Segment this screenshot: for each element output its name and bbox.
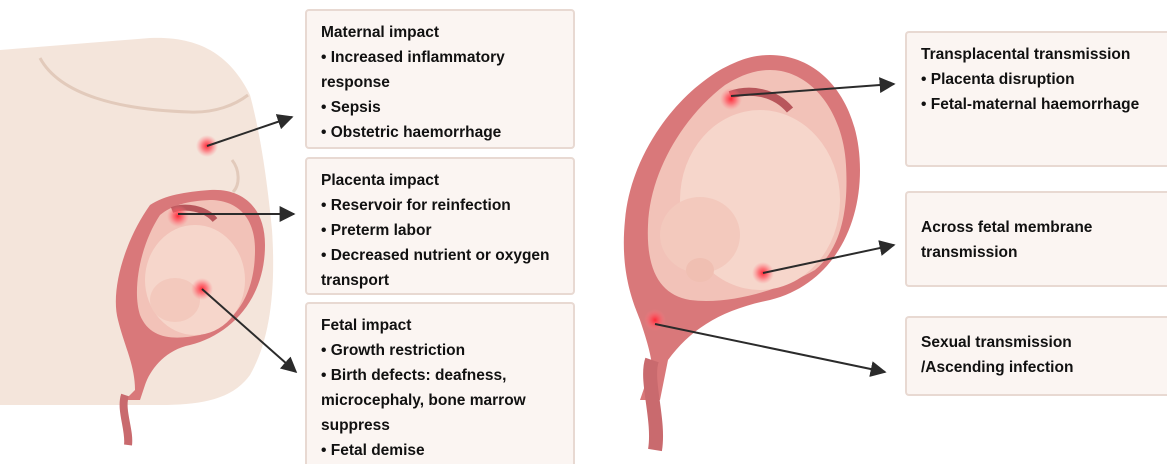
ascending-arrow	[655, 324, 885, 372]
placenta-impact-item: • Reservoir for reinfection	[321, 193, 559, 218]
maternal-impact-item: • Increased inflammatory response	[321, 45, 559, 95]
sexual-transmission-box: Sexual transmission /Ascending infection	[905, 316, 1167, 396]
transplacental-item: • Fetal-maternal haemorrhage	[921, 92, 1153, 117]
placenta-impact-item: • Preterm labor	[321, 218, 559, 243]
maternal-impact-item: • Obstetric haemorrhage	[321, 120, 559, 145]
ascending-infection-spot	[644, 309, 666, 331]
fetal-impact-title: Fetal impact	[321, 313, 559, 338]
sexual-title: Sexual transmission /Ascending infection	[921, 330, 1101, 380]
transplacental-infection-spot	[720, 88, 742, 110]
fetal-impact-box: Fetal impact • Growth restriction • Birt…	[305, 302, 575, 464]
fetal-impact-item: • Birth defects: deafness, microcephaly,…	[321, 363, 559, 438]
right-uterus-illustration	[624, 55, 860, 450]
fetal-impact-item: • Growth restriction	[321, 338, 559, 363]
transplacental-item: • Placenta disruption	[921, 67, 1153, 92]
transplacental-transmission-box: Transplacental transmission • Placenta d…	[905, 31, 1167, 167]
membrane-transmission-box: Across fetal membrane transmission	[905, 191, 1167, 287]
maternal-impact-item: • Sepsis	[321, 95, 559, 120]
placenta-impact-box: Placenta impact • Reservoir for reinfect…	[305, 157, 575, 295]
maternal-impact-box: Maternal impact • Increased inflammatory…	[305, 9, 575, 149]
fetal-impact-item: • Fetal demise	[321, 438, 559, 463]
placenta-impact-title: Placenta impact	[321, 168, 559, 193]
membrane-title: Across fetal membrane transmission	[921, 215, 1126, 265]
placenta-impact-item: • Decreased nutrient or oxygen transport	[321, 243, 559, 293]
maternal-impact-title: Maternal impact	[321, 20, 559, 45]
placenta-infection-spot	[167, 205, 189, 227]
transplacental-title: Transplacental transmission	[921, 42, 1153, 67]
